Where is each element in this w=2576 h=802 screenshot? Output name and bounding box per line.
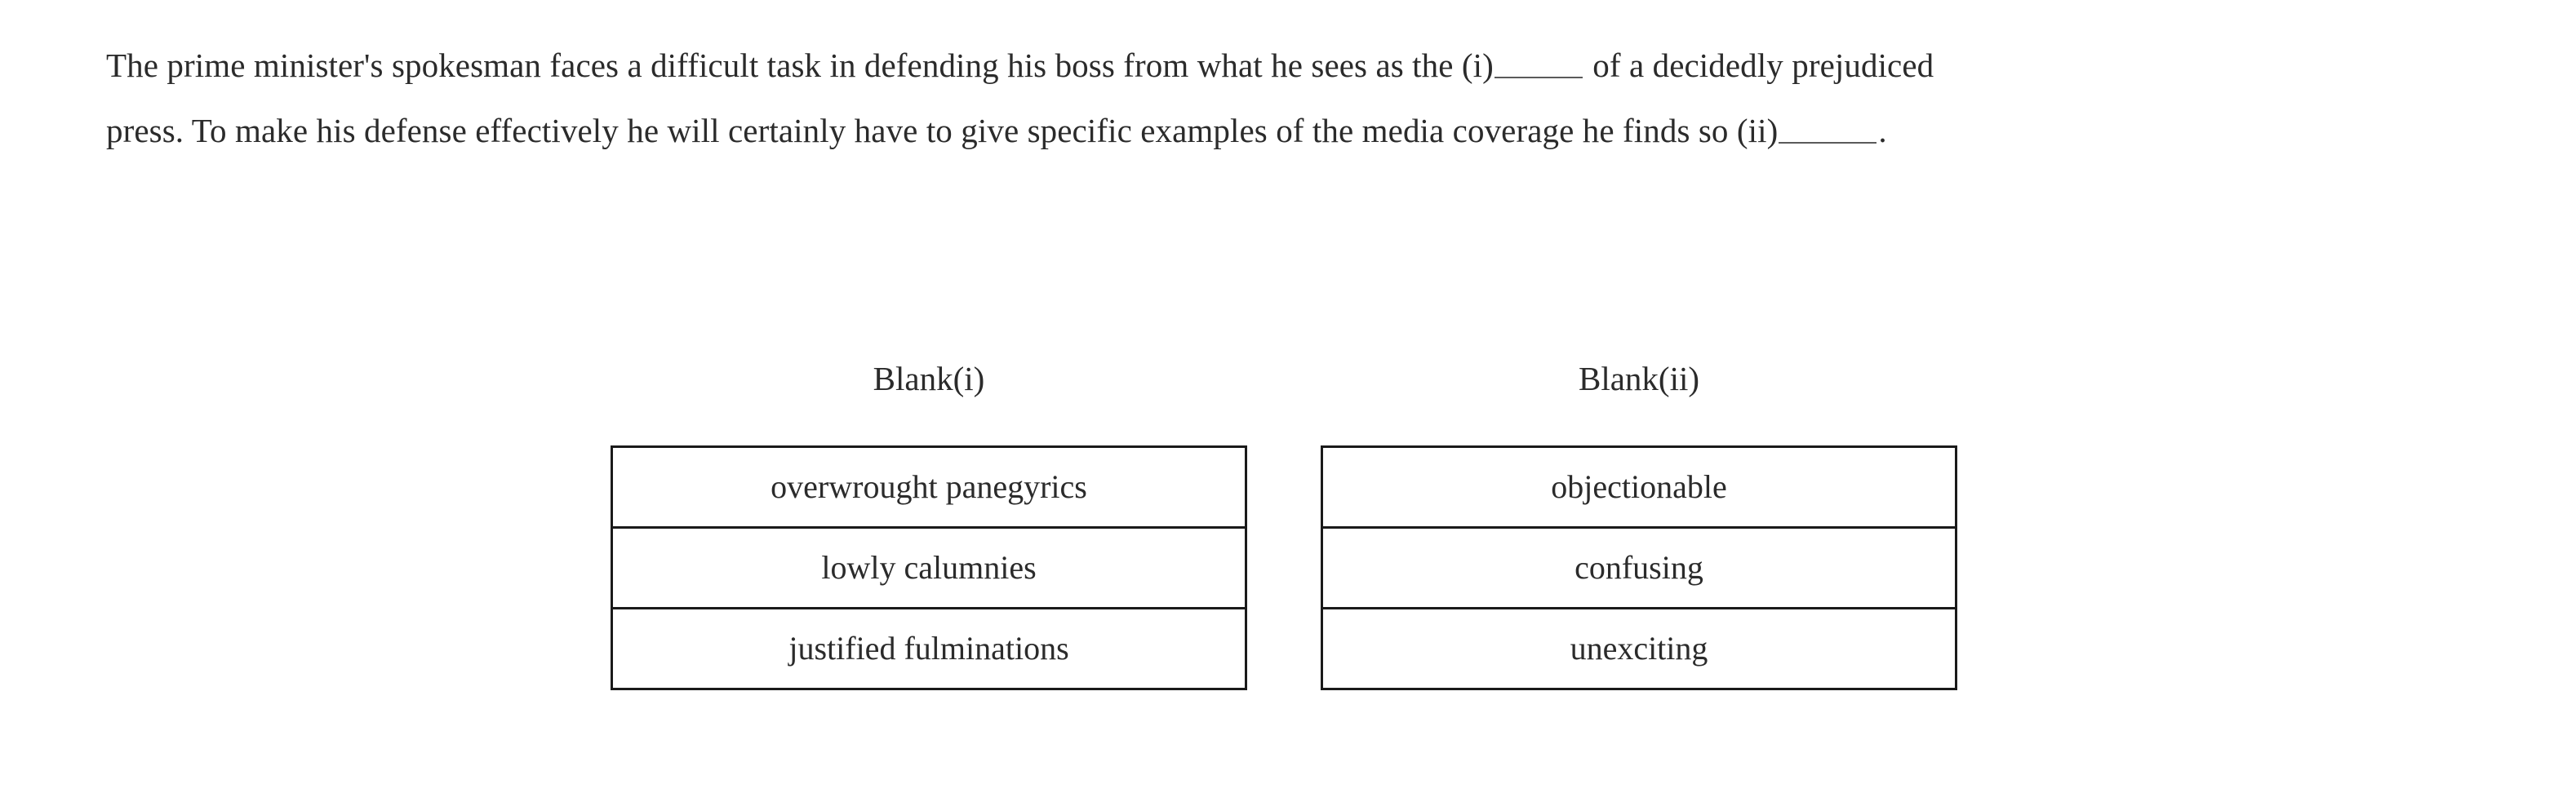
options-table-blank-ii: objectionable confusing unexciting bbox=[1321, 445, 1957, 690]
table-row[interactable]: confusing bbox=[1321, 528, 1956, 609]
passage-line-2-segment-2: . bbox=[1878, 112, 1887, 149]
option-blank-ii-3[interactable]: unexciting bbox=[1570, 630, 1708, 667]
option-blank-ii-2[interactable]: confusing bbox=[1574, 549, 1703, 586]
table-row[interactable]: unexciting bbox=[1322, 609, 1956, 689]
option-blank-i-2[interactable]: lowly calumnies bbox=[821, 549, 1037, 586]
option-blank-i-3[interactable]: justified fulminations bbox=[788, 630, 1069, 667]
passage-line-2: press. To make his defense effectively h… bbox=[106, 98, 2489, 163]
passage-line-1-segment-2: of a decidedly prejudiced bbox=[1592, 47, 1934, 84]
answer-column-blank-i: Blank(i) overwrought panegyrics lowly ca… bbox=[611, 359, 1247, 690]
blank-ii-underline bbox=[1779, 142, 1877, 144]
passage-line-1-segment-1: The prime minister's spokesman faces a d… bbox=[106, 47, 1494, 84]
blank-i-underline bbox=[1494, 77, 1583, 78]
table-row[interactable]: objectionable bbox=[1321, 447, 1956, 528]
options-table-blank-i: overwrought panegyrics lowly calumnies j… bbox=[611, 445, 1247, 690]
answer-choices-area: Blank(i) overwrought panegyrics lowly ca… bbox=[0, 359, 2576, 742]
option-blank-i-1[interactable]: overwrought panegyrics bbox=[771, 468, 1087, 505]
answer-column-blank-ii: Blank(ii) objectionable confusing unexci… bbox=[1321, 359, 1957, 690]
option-blank-ii-1[interactable]: objectionable bbox=[1551, 468, 1727, 505]
passage-line-1: The prime minister's spokesman faces a d… bbox=[106, 33, 2489, 98]
column-header-blank-ii: Blank(ii) bbox=[1578, 360, 1700, 397]
passage-text: The prime minister's spokesman faces a d… bbox=[106, 33, 2489, 163]
table-row[interactable]: overwrought panegyrics bbox=[611, 447, 1246, 528]
passage-line-2-segment-1: press. To make his defense effectively h… bbox=[106, 112, 1779, 149]
column-header-blank-i: Blank(i) bbox=[873, 360, 985, 397]
table-row[interactable]: justified fulminations bbox=[612, 609, 1246, 689]
table-row[interactable]: lowly calumnies bbox=[611, 528, 1246, 609]
